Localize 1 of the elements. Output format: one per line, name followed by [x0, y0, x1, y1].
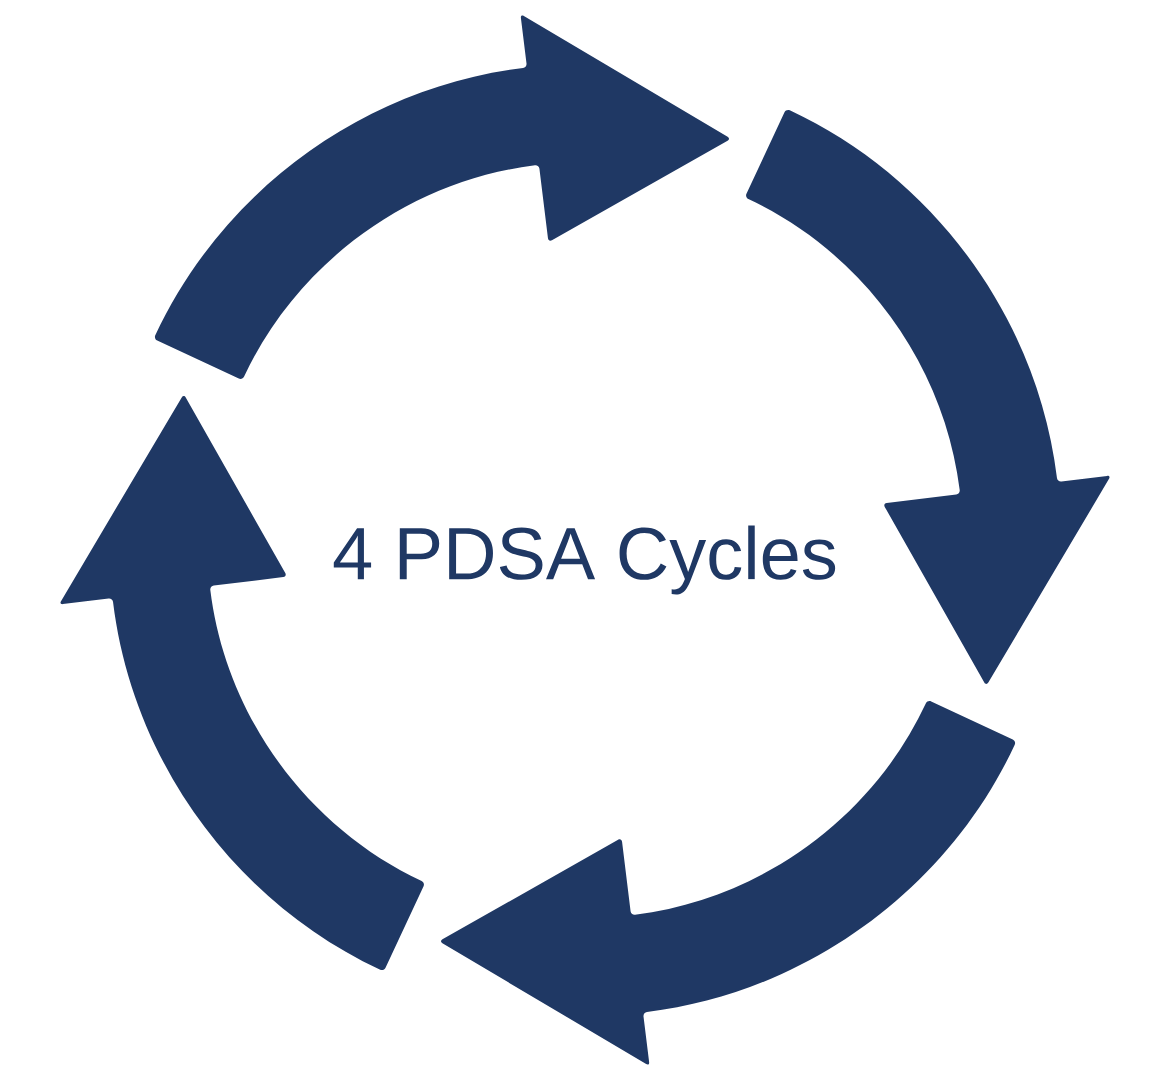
center-label: 4 PDSA Cycles: [333, 525, 836, 595]
